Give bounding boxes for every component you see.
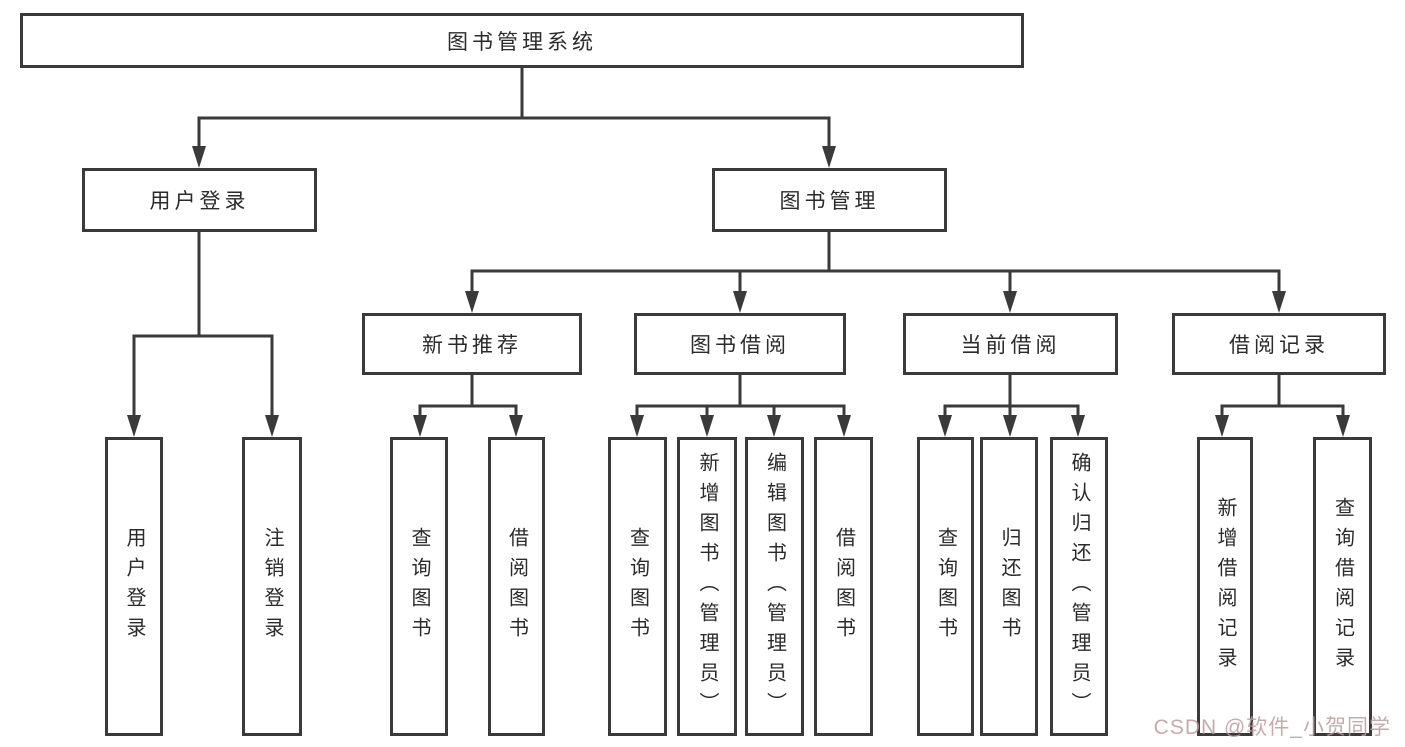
leaf-label: 编辑图书（管理员） — [763, 451, 786, 722]
leaf-query-books: 查询图书 — [390, 437, 448, 736]
watermark: CSDN @软件_小贺同学 — [1153, 716, 1391, 739]
leaf-label: 新增图书（管理员） — [696, 451, 718, 722]
leaf-borrow-books: 借阅图书 — [488, 437, 545, 736]
leaf-query-borrow-record: 查询借阅记录 — [1313, 437, 1372, 736]
leaf-borrow-books: 借阅图书 — [814, 437, 873, 736]
node-book-management: 图书管理 — [712, 168, 947, 232]
arrowheads — [127, 146, 1350, 437]
leaf-label: 借阅图书 — [505, 526, 528, 647]
leaf-add-books-admin: 新增图书（管理员） — [677, 437, 737, 736]
leaf-label: 用户登录 — [123, 526, 145, 647]
leaf-label: 查询图书 — [408, 526, 430, 647]
leaf-edit-books-admin: 编辑图书（管理员） — [745, 437, 804, 736]
node-library-management-system: 图书管理系统 — [20, 13, 1024, 68]
leaf-label: 查询图书 — [626, 526, 649, 647]
leaf-label: 查询图书 — [934, 526, 957, 647]
leaf-label: 注销登录 — [261, 526, 283, 647]
leaf-user-login: 用户登录 — [105, 437, 163, 736]
leaf-add-borrow-record: 新增借阅记录 — [1197, 437, 1253, 736]
node-book-borrowing: 图书借阅 — [634, 313, 846, 375]
leaf-label: 新增借阅记录 — [1214, 496, 1236, 677]
node-borrowing-records: 借阅记录 — [1172, 313, 1386, 375]
leaf-label: 确认归还（管理员） — [1068, 451, 1090, 722]
node-new-book-recommendation: 新书推荐 — [362, 313, 582, 375]
leaf-label: 借阅图书 — [832, 526, 855, 647]
leaf-label: 查询借阅记录 — [1331, 496, 1354, 677]
leaf-return-books: 归还图书 — [980, 437, 1038, 736]
node-user-login: 用户登录 — [82, 168, 317, 232]
node-current-borrowing: 当前借阅 — [903, 313, 1118, 375]
leaf-label: 归还图书 — [998, 526, 1020, 647]
leaf-confirm-return-admin: 确认归还（管理员） — [1050, 437, 1108, 736]
leaf-logout: 注销登录 — [242, 437, 302, 736]
leaf-query-books: 查询图书 — [608, 437, 667, 736]
leaf-query-books: 查询图书 — [917, 437, 974, 736]
